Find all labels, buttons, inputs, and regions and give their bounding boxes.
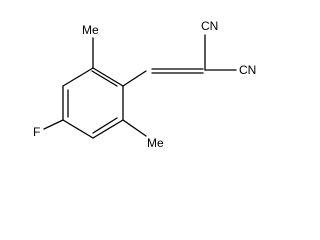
bond-fluorine bbox=[43, 119, 64, 130]
benzene-ring bbox=[62, 67, 124, 139]
atom-label-cn-right: CN bbox=[239, 63, 256, 77]
ring-bond-c5-c6 bbox=[92, 119, 124, 139]
ring-bond-c5-c6-inner bbox=[92, 117, 118, 134]
bond-methyl-bottom bbox=[122, 119, 147, 137]
atom-label-methyl-top: Me bbox=[82, 23, 99, 37]
atom-label-cn-top: CN bbox=[201, 19, 218, 33]
ring-bond-c1-c2-inner bbox=[91, 70, 118, 87]
bond-ring-vinyl bbox=[122, 70, 147, 87]
chemical-structure-diagram: CN CN Me Me F bbox=[33, 19, 256, 150]
atom-label-methyl-bottom: Me bbox=[147, 136, 164, 150]
ring-bond-c4-c5 bbox=[62, 119, 94, 139]
atom-label-fluorine: F bbox=[33, 125, 40, 139]
ring-bond-c1-c2 bbox=[92, 67, 124, 87]
ring-bond-c2-c3 bbox=[62, 67, 94, 87]
